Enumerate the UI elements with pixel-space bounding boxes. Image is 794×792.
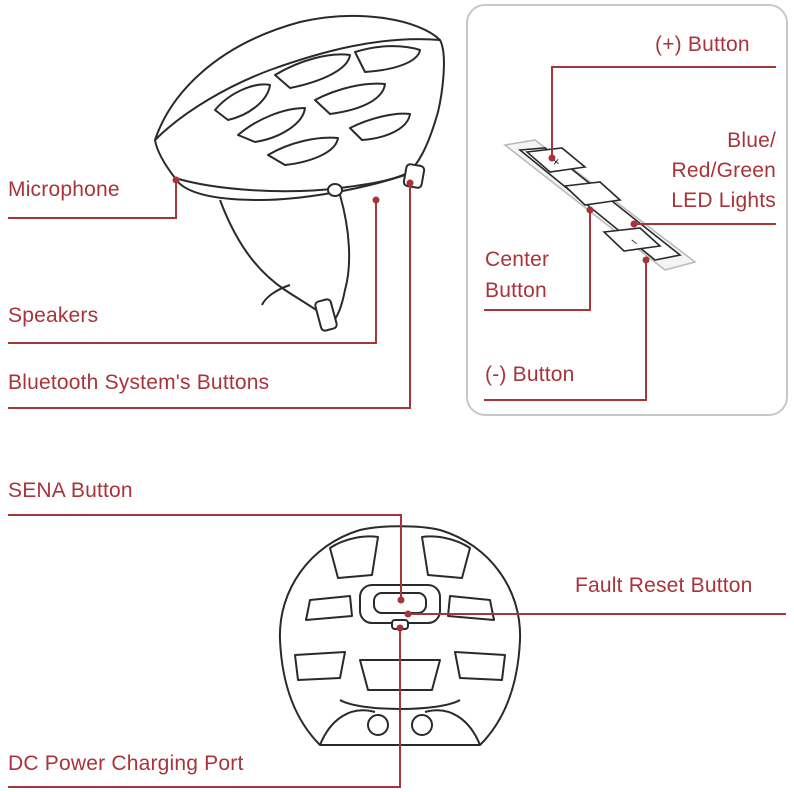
- led-label-line-3: LED Lights: [671, 189, 776, 212]
- center-label-line-1: Center: [485, 248, 550, 271]
- side-helmet-illustration: [154, 14, 445, 332]
- center-label-line-2: Button: [485, 279, 547, 302]
- speakers-label: Speakers: [8, 304, 99, 327]
- led-lights-label: Blue/ Red/Green LED Lights: [671, 126, 776, 216]
- led-label-line-1: Blue/: [727, 129, 776, 152]
- center-button-label: Center Button: [485, 244, 549, 306]
- rear-callout-lines: [8, 514, 786, 788]
- panel-callout-lines: [484, 66, 776, 401]
- led-label-line-2: Red/Green: [671, 159, 776, 182]
- sena-button-label: SENA Button: [8, 479, 133, 502]
- side-callout-lines: [8, 176, 414, 409]
- plus-button-label: (+) Button: [655, 33, 750, 56]
- button-module-illustration: [503, 139, 697, 271]
- microphone-label: Microphone: [8, 178, 120, 201]
- minus-button-label: (-) Button: [485, 363, 575, 386]
- fault-reset-button-label: Fault Reset Button: [575, 574, 753, 597]
- bluetooth-buttons-label: Bluetooth System's Buttons: [8, 371, 270, 394]
- dc-power-port-label: DC Power Charging Port: [8, 752, 244, 775]
